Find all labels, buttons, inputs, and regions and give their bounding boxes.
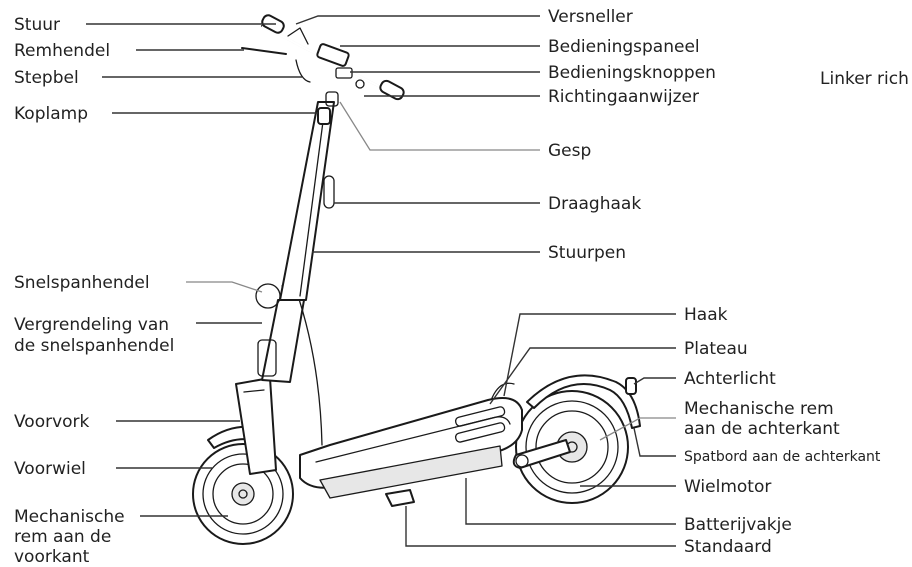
leader-lines	[86, 15, 676, 547]
leader-haak	[503, 313, 676, 397]
label-bedieningsknoppen: Bedieningsknoppen	[548, 63, 716, 83]
label-richtingaanwijzer: Richtingaanwijzer	[548, 87, 699, 107]
scooter-illustration	[192, 14, 641, 545]
leader-batterijvakje	[465, 478, 676, 525]
label-voorwiel: Voorwiel	[14, 459, 86, 479]
handlebar	[241, 14, 405, 101]
deck	[299, 397, 523, 489]
label-koplamp: Koplamp	[14, 104, 88, 124]
label-gesp: Gesp	[548, 141, 591, 161]
label-mech-rem-achter-line1: Mechanische rem	[684, 399, 834, 419]
label-draaghaak: Draaghaak	[548, 194, 641, 214]
carry-hook	[323, 175, 335, 209]
leader-spatbord	[633, 427, 676, 457]
label-stuurpen: Stuurpen	[548, 243, 626, 263]
front-wheel	[192, 443, 294, 545]
stem	[279, 101, 335, 301]
label-plateau: Plateau	[684, 339, 748, 359]
front-fork	[235, 377, 277, 475]
kickstand	[385, 489, 415, 507]
rear-fender	[526, 374, 641, 429]
label-stepbel: Stepbel	[14, 68, 79, 88]
leader-gesp	[339, 101, 540, 151]
leader-plateau	[489, 347, 676, 405]
rear-light	[625, 377, 637, 395]
label-haak: Haak	[684, 305, 728, 325]
headlight	[317, 107, 331, 125]
label-achterlicht: Achterlicht	[684, 369, 776, 389]
label-remhendel: Remhendel	[14, 41, 110, 61]
label-vergrendeling-line2: de snelspanhendel	[14, 336, 174, 356]
label-wielmotor: Wielmotor	[684, 477, 771, 497]
label-mech-rem-achter-line2: aan de achterkant	[684, 419, 840, 439]
label-versneller: Versneller	[548, 7, 633, 27]
labels-right: Versneller Bedieningspaneel Bedieningskn…	[548, 7, 909, 557]
battery-housing	[319, 445, 503, 499]
label-voorvork: Voorvork	[14, 412, 90, 432]
label-mech-rem-voor-line3: voorkant	[14, 547, 90, 567]
labels-left: Stuur Remhendel Stepbel Koplamp Snelspan…	[14, 15, 174, 567]
leader-standaard	[405, 506, 676, 547]
leader-snelspanhendel	[186, 281, 263, 293]
label-batterijvakje: Batterijvakje	[684, 515, 792, 535]
label-mech-rem-voor-line2: rem aan de	[14, 527, 111, 547]
leader-mech-rem-achter	[599, 417, 676, 441]
leader-versneller	[295, 15, 540, 25]
label-mech-rem-voor-line1: Mechanische	[14, 507, 125, 527]
label-stuur: Stuur	[14, 15, 60, 35]
label-snelspanhendel: Snelspanhendel	[14, 273, 150, 293]
label-spatbord: Spatbord aan de achterkant	[684, 449, 881, 465]
label-vergrendeling-line1: Vergrendeling van	[14, 315, 169, 335]
leader-achterlicht	[633, 377, 676, 385]
label-standaard: Standaard	[684, 537, 772, 557]
label-bedieningspaneel: Bedieningspaneel	[548, 37, 700, 57]
label-linker-rich: Linker rich	[820, 69, 909, 89]
